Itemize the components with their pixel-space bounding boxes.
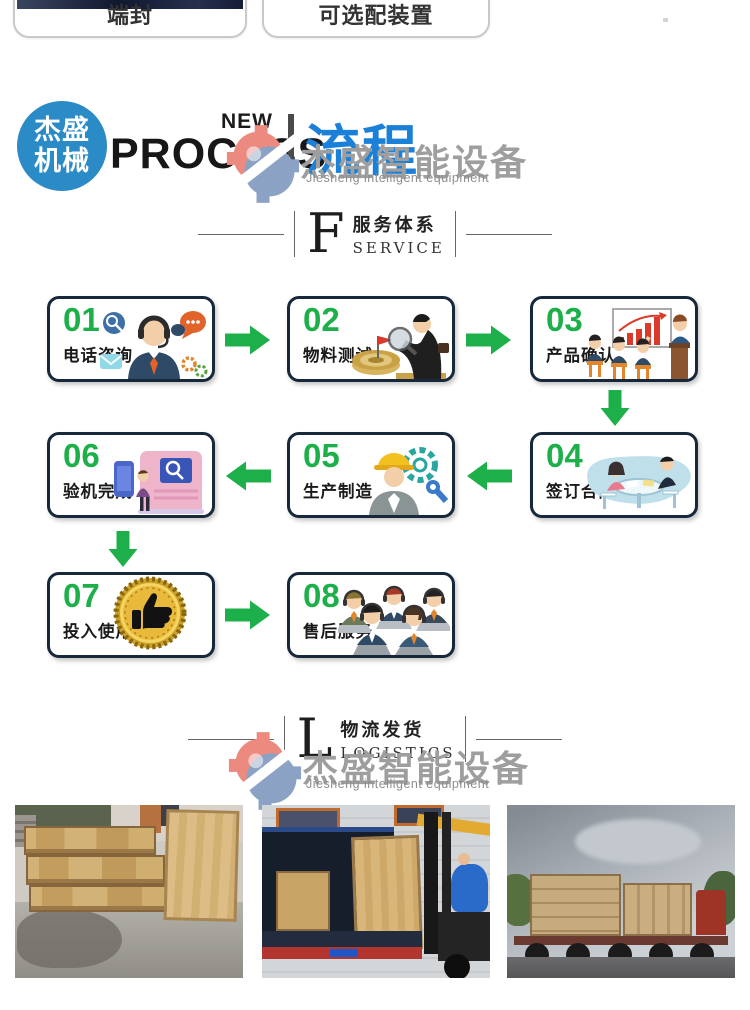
sign-contract-illustration-icon [587,456,691,509]
thumbs-up-medal-icon [113,576,187,650]
step-number: 05 [303,437,340,474]
card-label: 端封 [106,3,153,28]
service-title-cn: 服务体系 [352,215,437,235]
product-confirm-illustration-icon [587,308,690,379]
step-number: 08 [303,577,340,614]
brand-badge-line2: 机械 [34,146,90,176]
brand-badge: 杰盛 机械 [17,101,107,191]
step-number: 07 [63,577,100,614]
arrow-right-icon [225,600,270,630]
step-number: 01 [63,301,100,338]
section-title-cn: 流程 [305,120,420,182]
logistics-section-header: L 物流发货 LOGISTICS [0,708,750,770]
watermark-gear-icon [228,732,302,810]
watermark-gear-icon [226,125,300,203]
arrow-right-icon [225,325,270,355]
arrow-down-icon [600,390,630,426]
logistics-photo-crates[interactable] [15,805,243,978]
logistics-title-en: LOGISTICS [340,744,456,762]
service-title-en: SERVICE [352,239,445,257]
support-team-illustration-icon [338,585,450,655]
card-label: 可选配装置 [318,3,434,28]
step-label: 投入使用 [63,623,133,641]
flow-step-put-into-use: 07 投入使用 [47,572,215,658]
logistics-photo-forklift[interactable] [262,805,490,978]
arrow-down-icon [108,531,138,567]
watermark-text-en: Jiesheng intelligent equipment [306,777,490,791]
header-tick-right [465,716,467,762]
phone-consult-illustration-icon [100,311,208,379]
service-section-header: F 服务体系 SERVICE [0,203,750,265]
header-tick-right [454,211,456,257]
watermark-text-en: Jiesheng intelligent equipment [306,171,490,185]
material-test-illustration-icon [352,314,449,379]
watermark-text-cn: 杰盛智能设备 [302,748,531,789]
cropped-product-photo [17,0,243,9]
logistics-initial-letter: L [296,707,333,771]
header-tick-left [294,211,296,257]
header-tick-left [283,716,285,762]
flow-step-manufacture: 05 生产制造 [287,432,455,518]
header-line-right [476,738,563,740]
step-label: 生产制造 [303,483,373,501]
header-line-left [187,738,274,740]
flow-step-sign-contract: 04 签订合同 [530,432,698,518]
arrow-left-icon [467,461,512,491]
logistics-title-cn: 物流发货 [340,720,425,740]
step-number: 06 [63,437,100,474]
header-line-left [198,233,285,235]
brand-badge-line1: 杰盛 [34,114,90,145]
watermark-text-cn: 杰盛智能设备 [300,142,529,183]
manufacture-illustration-icon [369,447,449,515]
step-number: 04 [546,437,583,474]
caption-card-duanfeng: 端封 [13,0,247,38]
flow-step-machine-inspection-done: 06 验机完成 [47,432,215,518]
service-initial-letter: F [307,202,345,266]
step-number: 03 [546,301,583,338]
flow-step-phone-consult: 01 电话咨询 [47,296,215,382]
flow-step-material-test: 02 物料测试 [287,296,455,382]
header-line-right [465,233,552,235]
logistics-photo-truck[interactable] [507,805,735,978]
stray-artifact [663,18,668,22]
flow-step-product-confirm: 03 产品确认 [530,296,698,382]
arrow-right-icon [466,325,511,355]
step-number: 02 [303,301,340,338]
caption-card-optional-device: 可选配装置 [262,0,490,38]
flow-step-after-sales: 08 售后服务 [287,572,455,658]
machine-check-illustration-icon [114,451,204,514]
arrow-left-icon [226,461,271,491]
